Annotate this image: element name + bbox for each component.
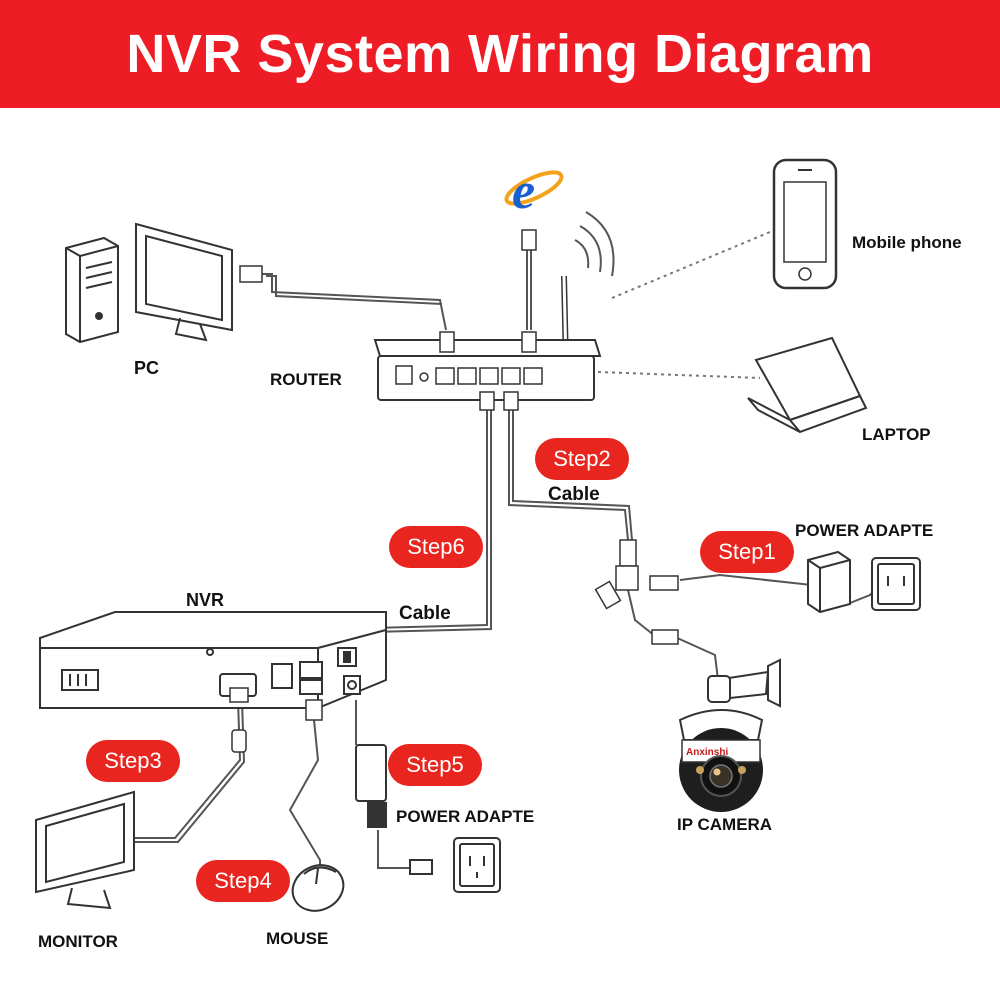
cable-router-camera (508, 410, 629, 541)
cable-splitter-camera (674, 636, 719, 681)
step1-badge: Step1 (700, 531, 794, 573)
camera-splitter (594, 539, 679, 645)
camera-power-adapter-label: POWER ADAPTE (795, 521, 933, 540)
internet-explorer-icon: e (504, 163, 564, 220)
pc: PC (65, 222, 263, 378)
wireless-link-mobile (611, 231, 771, 299)
nvr-power-adapter-label: POWER ADAPTE (396, 807, 534, 826)
svg-text:Step1: Step1 (718, 539, 776, 564)
mobile-label: Mobile phone (852, 233, 962, 252)
nvr-plugs (229, 687, 323, 753)
wifi-signal-icon (574, 211, 615, 277)
camera-brand: Anxinshi (686, 747, 728, 758)
cable-label-camera: Cable (548, 484, 600, 505)
nvr-wall-socket-icon (409, 837, 501, 893)
step6-badge: Step6 (389, 526, 483, 568)
nvr-icon (39, 611, 387, 709)
step3-badge: Step3 (86, 740, 180, 782)
monitor-label: MONITOR (38, 932, 118, 951)
cable-nvr-mouse (288, 719, 321, 870)
nvr-power-adapter-icon (355, 744, 387, 828)
mobile-phone-icon (772, 158, 838, 290)
pc-monitor-icon (135, 222, 233, 342)
monitor-icon (35, 790, 135, 910)
router: ROUTER (270, 275, 602, 411)
step5-badge: Step5 (388, 744, 482, 786)
wall-socket-icon (871, 557, 921, 611)
wireless-link-laptop (597, 371, 761, 379)
svg-text:Step5: Step5 (406, 752, 464, 777)
laptop-label: LAPTOP (862, 425, 931, 444)
ip-camera-icon: Anxinshi (678, 658, 781, 812)
ip-camera-label: IP CAMERA (677, 815, 772, 834)
camera-power-adapter-icon (807, 550, 851, 614)
svg-text:Step6: Step6 (407, 534, 465, 559)
vga-plug-icon (239, 265, 263, 283)
cable-label-nvr: Cable (399, 603, 451, 624)
page-title: NVR System Wiring Diagram (126, 24, 874, 84)
laptop-icon (747, 336, 868, 434)
svg-text:Step3: Step3 (104, 748, 162, 773)
nvr-label: NVR (186, 590, 224, 610)
pc-label: PC (134, 358, 159, 378)
step2-badge: Step2 (535, 438, 629, 480)
router-label: ROUTER (270, 370, 342, 389)
svg-text:Step4: Step4 (214, 868, 272, 893)
svg-text:Step2: Step2 (553, 446, 611, 471)
title-bar: NVR System Wiring Diagram (0, 0, 1000, 108)
pc-tower-icon (65, 236, 119, 344)
step4-badge: Step4 (196, 860, 290, 902)
svg-text:e: e (512, 163, 535, 220)
cable-pc-router (262, 273, 447, 331)
cable-power-camera (679, 573, 821, 601)
mouse-label: MOUSE (266, 929, 328, 948)
ethernet-plug-icon (521, 229, 537, 251)
mouse-icon (291, 864, 345, 912)
